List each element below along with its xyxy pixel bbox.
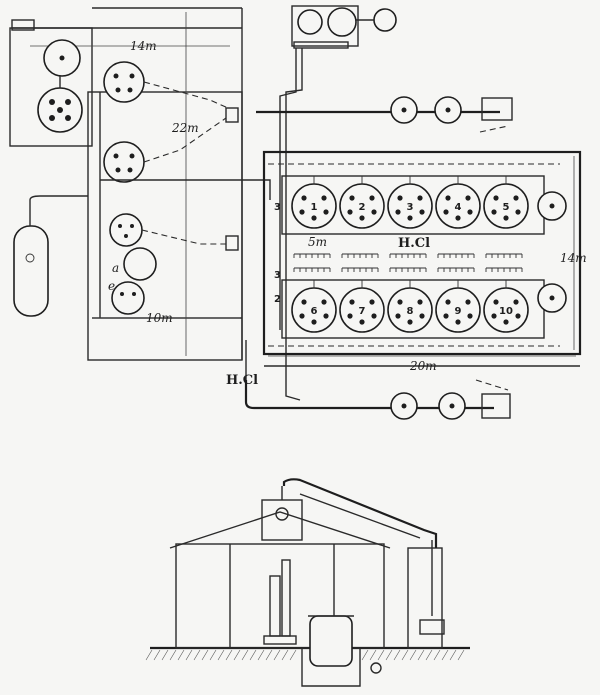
comb — [485, 267, 523, 272]
top-cell-number: 5 — [503, 202, 510, 213]
bottom-cell-number: 10 — [499, 306, 513, 317]
side-3b: 3 — [274, 270, 281, 281]
bottom-cell-6: 6 — [291, 280, 337, 333]
left-wheel-upper — [43, 39, 81, 77]
electrode-combs — [293, 253, 523, 272]
storage-tank — [13, 195, 88, 317]
comb — [341, 253, 379, 258]
comb — [293, 267, 331, 272]
comb — [341, 267, 379, 272]
top-cell-5: 5 — [483, 176, 529, 229]
hall-end-wheel-top — [537, 191, 567, 221]
top-cell-number: 4 — [455, 202, 462, 213]
cell-row-top: 1 2 3 4 5 — [291, 176, 529, 229]
top-cell-number: 2 — [359, 202, 366, 213]
comb — [437, 267, 475, 272]
top-pump-unit — [291, 5, 397, 49]
left-disk-1 — [103, 61, 145, 103]
dim-10m: 10m — [92, 311, 240, 325]
left-disk-3 — [109, 213, 143, 247]
bottom-cell-7: 7 — [339, 280, 385, 333]
top-cell-3: 3 — [387, 176, 433, 229]
left-wheel-lower — [37, 87, 83, 133]
bottom-cell-number: 7 — [359, 306, 366, 317]
dim-14m-right-label: 14m — [560, 251, 587, 265]
top-cell-1: 1 — [291, 176, 337, 229]
valve-box-2 — [225, 235, 239, 251]
cell-row-bottom: 6 7 8 9 10 — [291, 280, 529, 333]
comb — [389, 253, 427, 258]
bottom-cell-number: 6 — [311, 306, 318, 317]
hcl-bottom-label: H.Cl — [226, 373, 258, 388]
main-hall — [262, 150, 582, 367]
left-disk-2 — [103, 141, 145, 183]
lower-right-pumps — [244, 379, 511, 420]
dim-22m-label: 22m — [171, 121, 199, 135]
hall-end-wheel-bottom — [537, 283, 567, 313]
top-cell-number: 1 — [311, 202, 318, 213]
dim-20m-label: 20m — [409, 359, 437, 373]
bottom-cell-9: 9 — [435, 280, 481, 333]
upper-right-pumps — [256, 96, 513, 133]
bottom-cell-number: 9 — [455, 306, 462, 317]
letter-a: a — [112, 261, 119, 275]
valve-box-1 — [225, 107, 239, 123]
top-cell-2: 2 — [339, 176, 385, 229]
letter-e: e — [108, 279, 115, 293]
comb — [437, 253, 475, 258]
comb — [293, 253, 331, 258]
bottom-cell-8: 8 — [387, 280, 433, 333]
left-disk-5 — [111, 281, 145, 315]
dim-14m-top-label: 14m — [130, 39, 157, 53]
bottom-cell-10: 10 — [483, 280, 529, 333]
comb — [389, 267, 427, 272]
side-3a: 3 — [274, 202, 281, 213]
elevation-view — [145, 478, 470, 687]
bottom-cell-number: 8 — [407, 306, 414, 317]
hcl-mid-label: H.Cl — [398, 236, 430, 251]
comb — [485, 253, 523, 258]
side-2: 2 — [274, 294, 281, 305]
top-cell-4: 4 — [435, 176, 481, 229]
dim-10m-label: 10m — [146, 311, 173, 325]
dim-5m-label: 5m — [308, 235, 327, 249]
left-disk-4 — [123, 247, 157, 281]
dim-22m: 22m — [171, 12, 199, 356]
top-cell-number: 3 — [407, 202, 414, 213]
